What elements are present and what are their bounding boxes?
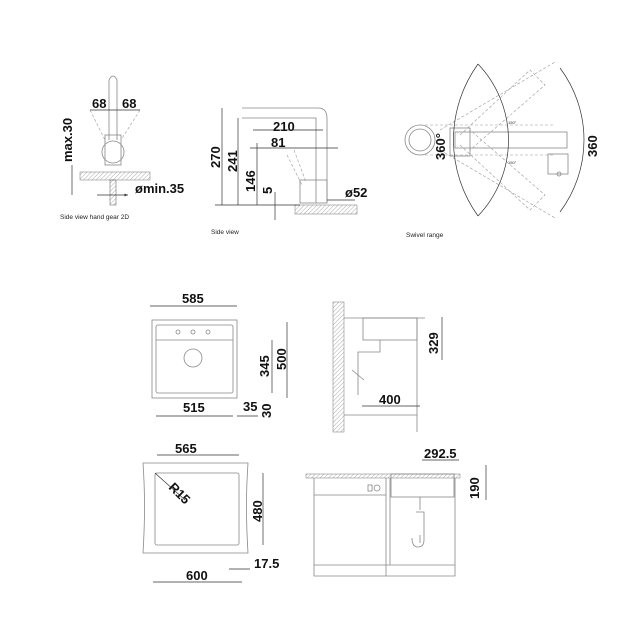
dim-329: 329 [426, 332, 441, 354]
dim-360-deg: 360° [433, 133, 448, 160]
inset-sink-top-view: 585 515 35 30 345 500 [150, 291, 289, 418]
dim-480: 480 [250, 500, 265, 522]
inset-sink-side-view: 329 400 [332, 301, 443, 433]
dim-585: 585 [182, 291, 204, 306]
dim-35: 35 [243, 399, 257, 414]
dim-600: 600 [186, 568, 208, 583]
dim-146: 146 [243, 170, 258, 192]
dim-500: 500 [274, 348, 289, 370]
caption-swivel-range: Swivel range [406, 232, 444, 239]
caption-hand-gear: Side view hand gear 2D [60, 214, 129, 221]
dim-292-5: 292.5 [424, 446, 457, 461]
dim-5: 5 [260, 187, 275, 194]
undermount-sink-side-view: 292.5 190 [305, 446, 487, 577]
dim-360: 360 [585, 135, 600, 157]
dim-68-right: 68 [122, 96, 136, 111]
dim-r15: R15 [166, 480, 193, 507]
dim-17-5: 17.5 [254, 556, 279, 571]
dim-515: 515 [183, 400, 205, 415]
dim-345: 345 [257, 355, 272, 377]
dim-dia-52: ø52 [345, 185, 367, 200]
angle-bottom-label: 150° [508, 160, 517, 165]
caption-side-view: Side view [211, 229, 239, 236]
dim-400: 400 [379, 392, 401, 407]
dim-max-30: max.30 [60, 118, 75, 162]
faucet-side-view: 210 81 270 241 146 5 ø52 Side view [208, 107, 367, 236]
swivel-range-view: 150° 150° 360° 360 Swivel range [404, 61, 600, 239]
hand-gear-side-view: 68 68 max.30 ømin.35 Side view hand gear… [60, 75, 184, 221]
dim-min-35: ømin.35 [135, 181, 184, 196]
dim-68-left: 68 [92, 96, 106, 111]
dim-190: 190 [467, 477, 482, 499]
dim-565: 565 [175, 441, 197, 456]
undermount-sink-top-view: 565 R15 480 17.5 600 [142, 441, 279, 583]
dim-81: 81 [271, 135, 285, 150]
dim-241: 241 [225, 150, 240, 172]
dim-30: 30 [259, 404, 274, 418]
dim-270: 270 [208, 146, 223, 168]
angle-top-label: 150° [508, 120, 517, 125]
dim-210: 210 [273, 119, 295, 134]
